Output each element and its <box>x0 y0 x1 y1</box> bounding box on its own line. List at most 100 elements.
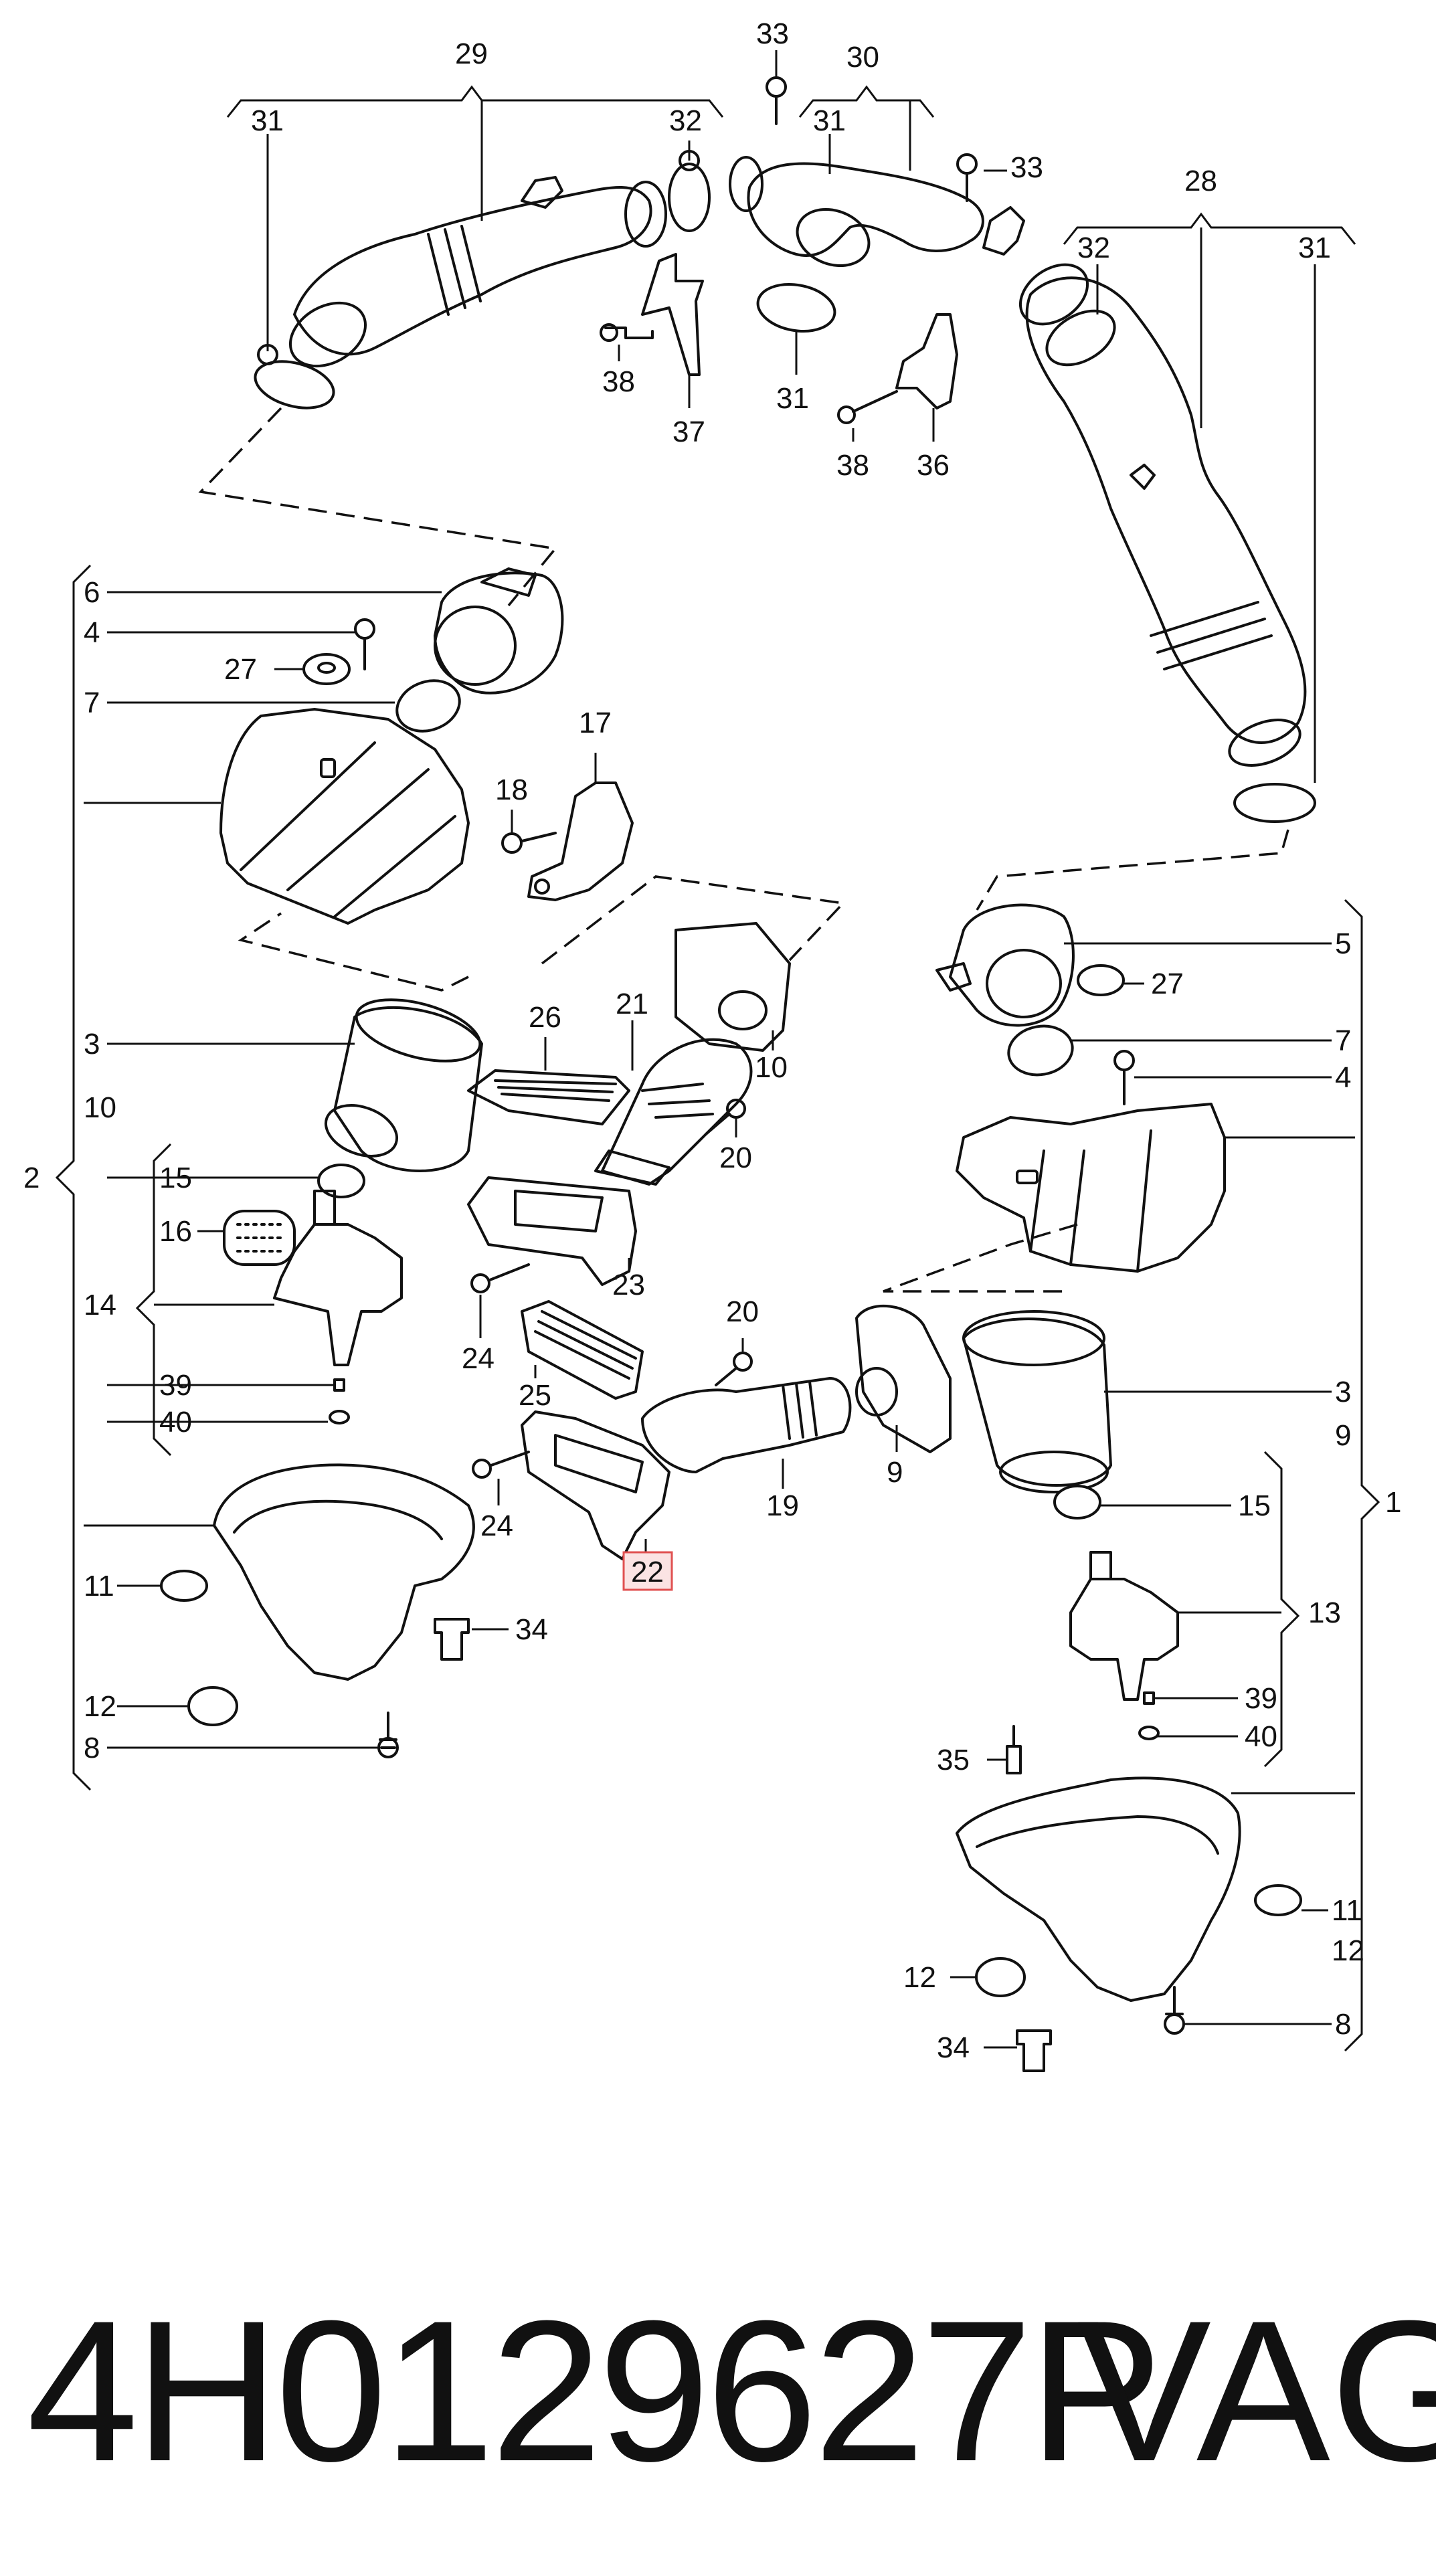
bracket-28 <box>1063 212 1356 245</box>
part-number: 4H0129627P <box>27 2278 1163 2503</box>
callout-3-b: 3 <box>1335 1376 1351 1408</box>
callout-14: 14 <box>84 1289 116 1321</box>
duct-19-ribs <box>782 1380 818 1440</box>
hose-29-end-left <box>288 301 367 368</box>
duct-19 <box>641 1377 852 1473</box>
maf-sensor-5 <box>949 903 1075 1027</box>
bolt-24-upper-head <box>470 1273 490 1293</box>
callout-31-b: 31 <box>813 104 846 137</box>
callout-20-a: 20 <box>719 1141 752 1174</box>
filter-cap-16 <box>223 1210 296 1266</box>
dashed-link-10 <box>541 875 846 965</box>
airbox-lid-right-rib <box>1029 1129 1152 1273</box>
bracket-17 <box>527 781 634 901</box>
callout-31-a: 31 <box>251 104 284 137</box>
callout-33-a: 33 <box>756 17 789 50</box>
airbox-lower-left <box>213 1463 475 1681</box>
bracket-36 <box>895 313 958 409</box>
hose-29-ribs <box>427 225 482 316</box>
callout-9-b: 9 <box>1335 1419 1351 1452</box>
bolt-24-lower-head <box>472 1459 492 1479</box>
airbox-lid-left-rib <box>240 741 456 918</box>
leader-lines <box>84 50 1355 2049</box>
clamp-32-right <box>1045 309 1116 367</box>
callout-17: 17 <box>579 707 612 739</box>
filter-3-left-bottom <box>324 1104 399 1158</box>
callout-39-a: 39 <box>159 1369 192 1402</box>
dashed-lid-right-to-filter <box>883 1223 1078 1293</box>
callout-13: 13 <box>1308 1596 1341 1629</box>
dashed-lid-to-filter <box>238 912 469 992</box>
duct-21-lip <box>594 1149 670 1186</box>
grommet-12-left <box>187 1686 238 1726</box>
callout-31-c: 31 <box>1298 232 1331 264</box>
valve-13-stem <box>1089 1551 1112 1580</box>
maf-sensor-6 <box>434 571 564 695</box>
callout-34-b: 34 <box>937 2031 970 2064</box>
callout-32-b: 32 <box>1077 232 1110 264</box>
callout-37: 37 <box>672 416 705 448</box>
bolt-20-lower <box>715 1367 737 1386</box>
callout-3-a: 3 <box>84 1028 100 1061</box>
hose-28-ribs <box>1150 601 1273 670</box>
callout-15-b: 15 <box>1238 1489 1271 1522</box>
callout-28: 28 <box>1184 165 1217 197</box>
grille-26 <box>467 1069 630 1125</box>
screw-8-left <box>379 1712 397 1749</box>
washer-40-left <box>329 1410 350 1424</box>
callout-10-b: 10 <box>755 1051 788 1084</box>
screw-8-left-head <box>377 1737 399 1758</box>
bracket-2 <box>55 564 92 1791</box>
hose-30-flange <box>796 207 871 268</box>
callout-35: 35 <box>937 1744 970 1776</box>
callout-12-a: 12 <box>84 1690 116 1723</box>
callout-8-b: 8 <box>1335 2008 1351 2041</box>
bracket-1 <box>1344 899 1380 2052</box>
maf-sensor-5-plug <box>935 962 972 992</box>
resonator-10-port <box>718 990 768 1030</box>
duct-21-ribs <box>641 1083 714 1119</box>
bolt-33-right-head <box>956 153 978 175</box>
grommet-12-right <box>975 1957 1026 1997</box>
highlight-box-22 <box>622 1551 673 1591</box>
callout-30: 30 <box>846 41 879 74</box>
screw-8-right-head <box>1164 2013 1185 2035</box>
clamp-31-left <box>254 360 335 409</box>
right-airbox-group <box>883 899 1380 2072</box>
maf-sensor-5-ring <box>986 949 1062 1018</box>
bolt-20-lower-head <box>733 1352 753 1372</box>
callout-4-a: 4 <box>84 616 100 649</box>
filter-3-left-top <box>355 998 482 1063</box>
sensor-30 <box>982 206 1025 256</box>
hose-30-end <box>729 156 764 212</box>
clamp-31-right <box>1233 783 1316 823</box>
grommet-27-left-hole <box>317 662 336 674</box>
bolt-20-upper <box>705 1113 731 1135</box>
callout-40-b: 40 <box>1245 1720 1277 1753</box>
callout-36: 36 <box>917 449 950 482</box>
grommet-11-right <box>1254 1884 1302 1916</box>
o-ring-7-left <box>395 679 461 733</box>
callout-21: 21 <box>616 988 648 1020</box>
callout-labels: 29 31 32 33 30 31 33 28 32 31 38 37 31 3… <box>23 17 1401 2064</box>
clip-29 <box>521 176 563 209</box>
callout-29: 29 <box>455 37 488 70</box>
top-hoses-group <box>198 76 1356 911</box>
callout-26: 26 <box>529 1001 561 1034</box>
callout-32-a: 32 <box>669 104 702 137</box>
housing-23-inner <box>514 1190 604 1232</box>
airbox-lower-right-inner <box>976 1815 1219 1855</box>
callout-7-a: 7 <box>84 686 100 719</box>
bolt-38-right-head <box>837 405 856 424</box>
callout-40-a: 40 <box>159 1406 192 1439</box>
grille-25-slots <box>534 1310 637 1380</box>
housing-22 <box>521 1410 670 1560</box>
hose-29-end-right <box>624 181 667 248</box>
bracket-29 <box>226 85 724 118</box>
maf-sensor-6-plug <box>480 567 537 597</box>
clamp-31-mid <box>756 283 836 333</box>
bolt-24-upper <box>488 1263 530 1281</box>
callout-27-a: 27 <box>224 653 257 686</box>
callout-33-b: 33 <box>1010 151 1043 184</box>
